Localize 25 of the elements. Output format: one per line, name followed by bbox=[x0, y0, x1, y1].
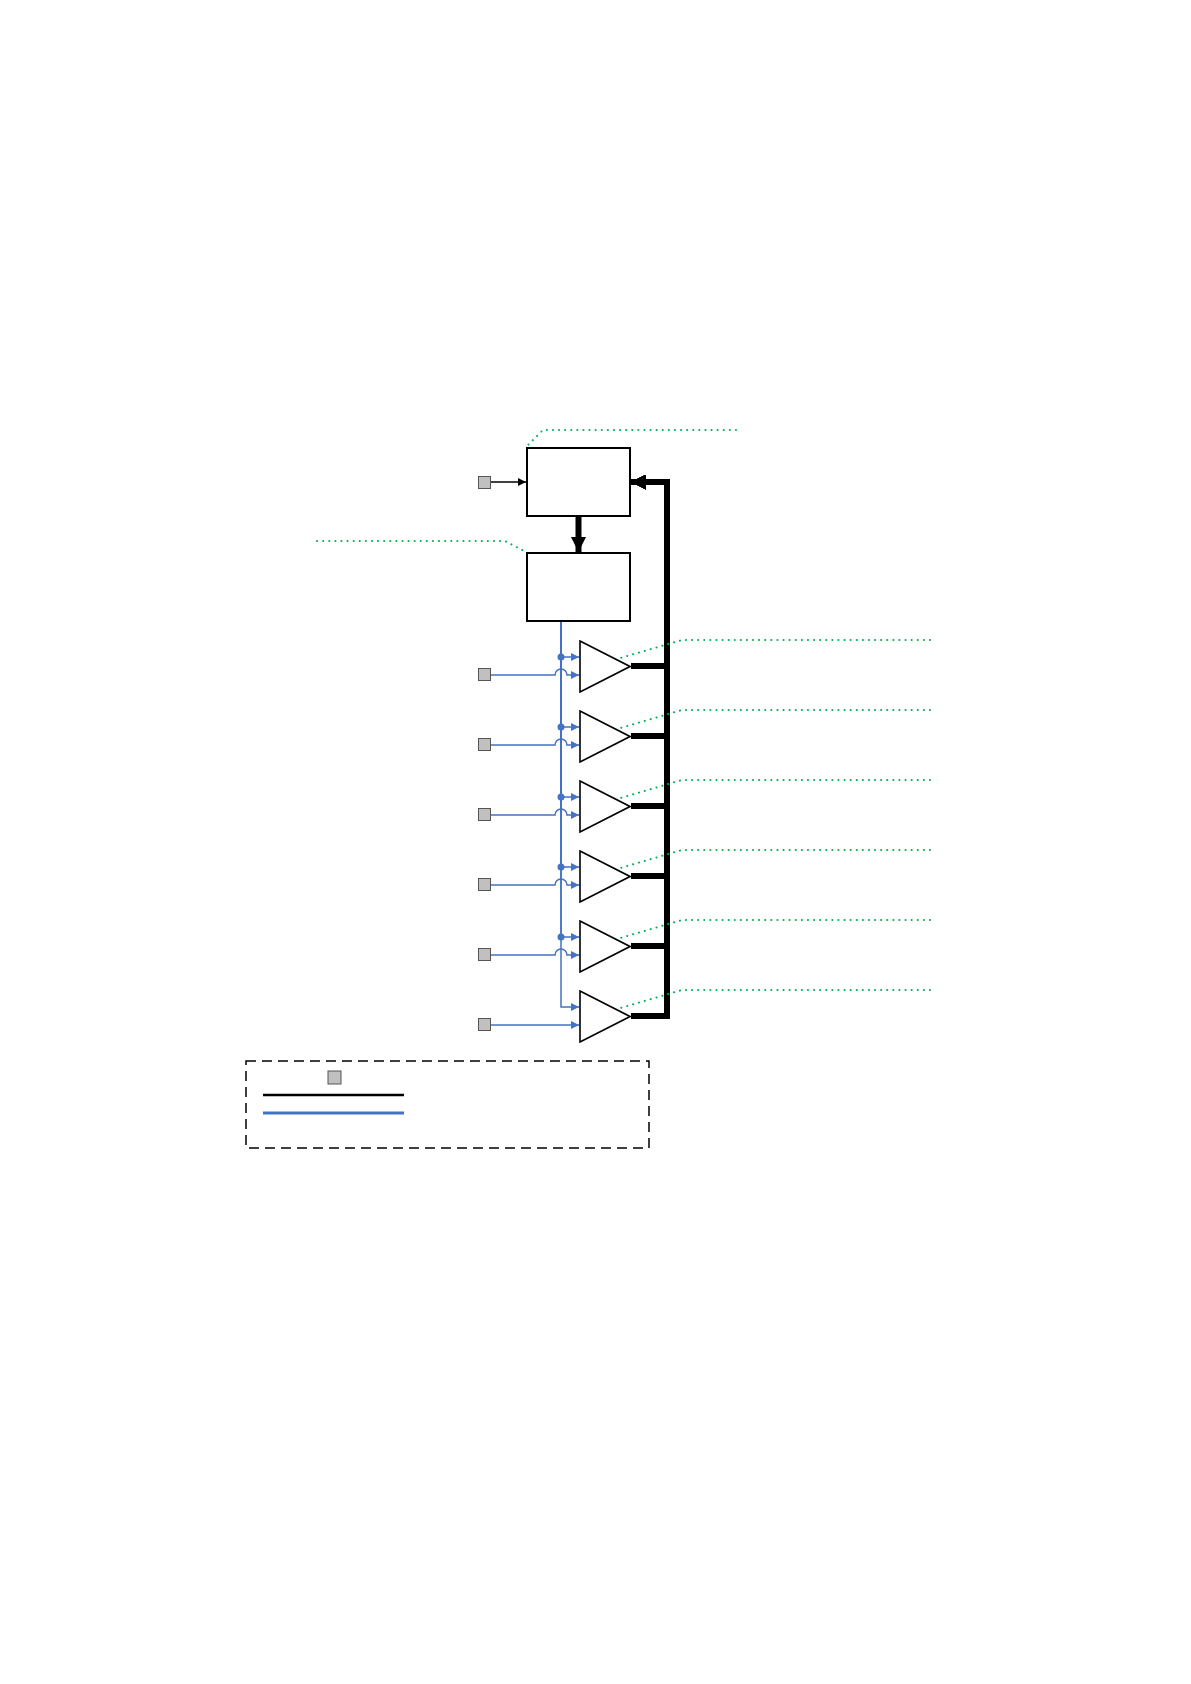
terminal-pad bbox=[478, 878, 491, 891]
amplifier-symbol bbox=[579, 710, 631, 763]
amplifier-symbol bbox=[579, 990, 631, 1043]
arrow bbox=[490, 1021, 580, 1029]
block-box bbox=[526, 447, 631, 517]
amplifier-symbol bbox=[579, 920, 631, 973]
amplifier-symbol bbox=[579, 780, 631, 833]
amplifier-symbol bbox=[579, 850, 631, 903]
terminal-pad bbox=[478, 476, 491, 489]
arrow bbox=[571, 517, 586, 552]
terminal-pad bbox=[478, 668, 491, 681]
arrow bbox=[490, 668, 580, 679]
arrow bbox=[490, 948, 580, 959]
terminal-pad bbox=[478, 808, 491, 821]
amplifier-symbol bbox=[579, 640, 631, 693]
arrow bbox=[490, 478, 527, 486]
terminal-pad bbox=[478, 738, 491, 751]
block-box bbox=[526, 552, 631, 622]
leader-line bbox=[525, 429, 737, 448]
terminal-pad bbox=[478, 948, 491, 961]
terminal-pad bbox=[478, 1018, 491, 1031]
arrow bbox=[490, 878, 580, 889]
arrow bbox=[490, 808, 580, 819]
arrow bbox=[490, 738, 580, 749]
arrow bbox=[560, 621, 580, 1011]
